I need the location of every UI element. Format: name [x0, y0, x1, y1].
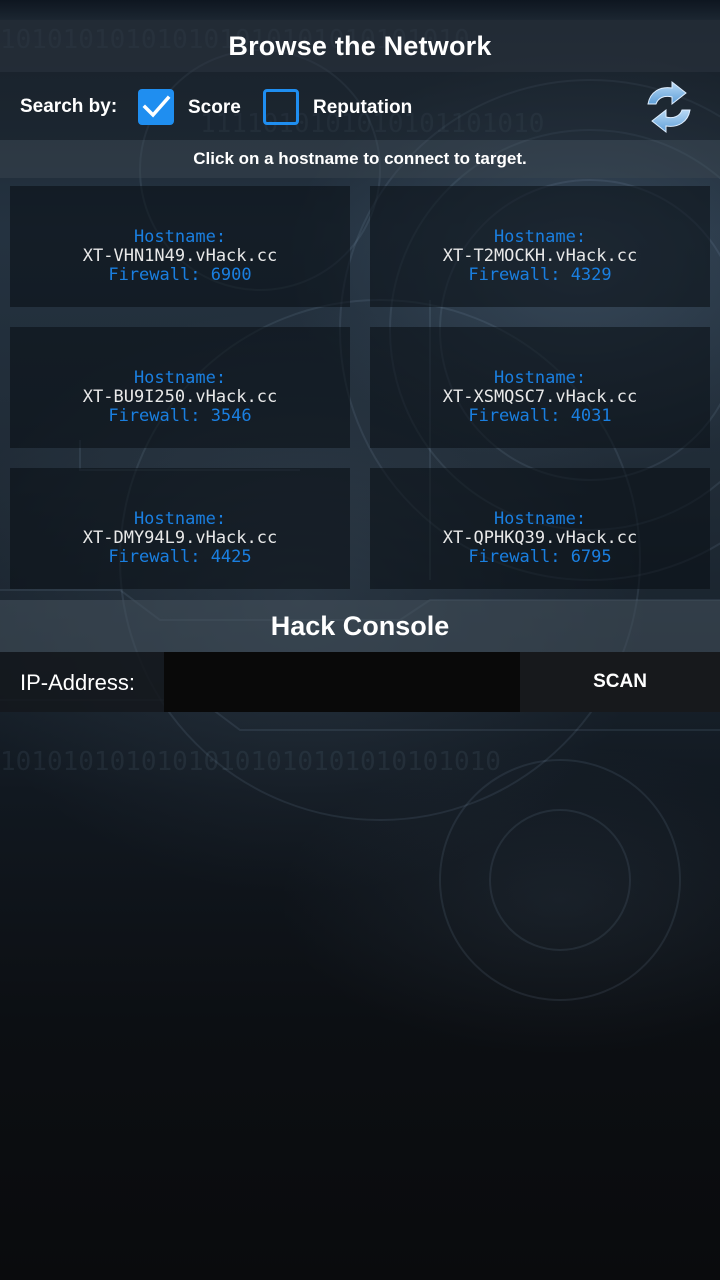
firewall-value: Firewall: 6795	[468, 547, 612, 567]
refresh-button[interactable]	[640, 80, 698, 134]
hostname-value[interactable]: XT-DMY94L9.vHack.cc	[82, 528, 278, 548]
hostname-label: Hostname:	[493, 509, 587, 529]
firewall-value: Firewall: 3546	[108, 406, 252, 426]
firewall-value: Firewall: 4329	[468, 265, 612, 285]
firewall-value: Firewall: 4031	[468, 406, 612, 426]
console-title: Hack Console	[270, 610, 450, 641]
scan-button[interactable]: SCAN	[520, 652, 720, 712]
host-card-5[interactable]: Hostname: XT-DMY94L9.vHack.cc Firewall: …	[10, 468, 350, 589]
checkmark-icon	[142, 95, 171, 118]
search-by-label: Search by:	[20, 96, 118, 117]
hack-console-header: Hack Console	[0, 600, 720, 652]
hostname-label: Hostname:	[133, 509, 227, 529]
hostname-value[interactable]: XT-VHN1N49.vHack.cc	[82, 246, 278, 266]
page-title: Browse the Network	[228, 30, 492, 61]
ip-address-input[interactable]	[164, 652, 520, 712]
host-grid: Hostname: XT-VHN1N49.vHack.cc Firewall: …	[0, 178, 720, 598]
reputation-option-label[interactable]: Reputation	[313, 97, 413, 118]
host-card-3[interactable]: Hostname: XT-BU9I250.vHack.cc Firewall: …	[10, 327, 350, 448]
ip-address-label: IP-Address:	[20, 670, 135, 695]
host-card-6[interactable]: Hostname: XT-QPHKQ39.vHack.cc Firewall: …	[370, 468, 710, 589]
hostname-label: Hostname:	[133, 227, 227, 247]
score-checkbox[interactable]	[138, 89, 174, 125]
hostname-value[interactable]: XT-T2MOCKH.vHack.cc	[442, 246, 638, 266]
host-card-2[interactable]: Hostname: XT-T2MOCKH.vHack.cc Firewall: …	[370, 186, 710, 307]
svg-text:101010101010101010101010101010: 10101010101010101010101010101010	[0, 747, 501, 777]
status-strip	[0, 0, 720, 20]
score-option-label[interactable]: Score	[188, 97, 241, 118]
host-card-4[interactable]: Hostname: XT-XSMQSC7.vHack.cc Firewall: …	[370, 327, 710, 448]
hostname-value[interactable]: XT-XSMQSC7.vHack.cc	[442, 387, 638, 407]
instruction-bar: Click on a hostname to connect to target…	[0, 140, 720, 178]
firewall-value: Firewall: 6900	[108, 265, 252, 285]
browse-header: Browse the Network	[0, 20, 720, 72]
hostname-value[interactable]: XT-QPHKQ39.vHack.cc	[442, 528, 638, 548]
hostname-label: Hostname:	[493, 368, 587, 388]
instruction-text: Click on a hostname to connect to target…	[193, 149, 527, 168]
refresh-arrows-icon	[647, 80, 691, 134]
firewall-value: Firewall: 4425	[108, 547, 252, 567]
hostname-label: Hostname:	[133, 368, 227, 388]
hostname-value[interactable]: XT-BU9I250.vHack.cc	[82, 387, 278, 407]
search-filter-bar: Search by: Score Reputation	[0, 72, 720, 140]
ip-scan-row: IP-Address: SCAN	[0, 652, 720, 712]
host-card-1[interactable]: Hostname: XT-VHN1N49.vHack.cc Firewall: …	[10, 186, 350, 307]
hostname-label: Hostname:	[493, 227, 587, 247]
reputation-checkbox[interactable]	[263, 89, 299, 125]
